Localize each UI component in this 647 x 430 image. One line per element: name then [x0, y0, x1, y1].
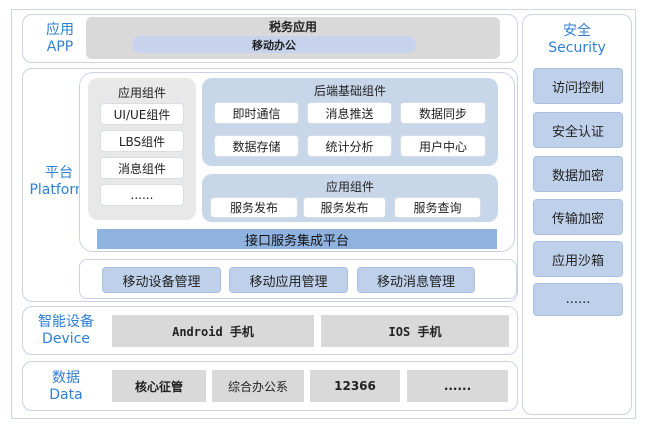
device-android-phone: Android 手机 — [112, 315, 314, 347]
integration-platform-bar: 接口服务集成平台 — [97, 229, 497, 249]
data-label-en: Data — [49, 387, 83, 403]
service-publish-1: 服务发布 — [210, 197, 298, 218]
data-label-cn: 数据 — [52, 370, 80, 386]
app-layer-label: 应用 APP — [24, 18, 96, 60]
data-more: ...... — [407, 370, 508, 402]
app-components-title: 应用组件 — [117, 86, 166, 100]
backend-instant-messaging: 即时通信 — [214, 102, 299, 124]
app-component-message: 消息组件 — [100, 157, 184, 179]
app-bar-subtitle: 移动办公 — [132, 36, 416, 53]
app-component-more: ...... — [100, 184, 184, 206]
app-component-ui-ue: UI/UE组件 — [100, 103, 184, 125]
backend-data-storage: 数据存储 — [214, 135, 299, 157]
security-title-cn: 安全 — [563, 23, 591, 39]
data-integrated-office: 综合办公系 — [212, 370, 304, 402]
security-label: 安全 Security — [522, 20, 632, 60]
service-publish-2: 服务发布 — [303, 197, 386, 218]
diagram-frame — [11, 9, 636, 419]
data-layer-label: 数据 Data — [24, 367, 108, 407]
service-components-title: 应用组件 — [325, 180, 374, 194]
security-item-data-encryption: 数据加密 — [533, 156, 623, 192]
security-item-more: ...... — [533, 283, 623, 316]
backend-push-notification: 消息推送 — [307, 102, 392, 124]
backend-components-title: 后端基础组件 — [313, 84, 386, 98]
app-label-cn: 应用 — [46, 22, 74, 38]
service-query: 服务查询 — [394, 197, 481, 218]
device-ios-phone: IOS 手机 — [321, 315, 509, 347]
platform-label-cn: 平台 — [45, 165, 73, 181]
security-item-transport-encryption: 传输加密 — [533, 199, 623, 235]
backend-data-sync: 数据同步 — [400, 102, 486, 124]
platform-layer-label: 平台 Platform — [24, 162, 94, 202]
backend-user-center: 用户中心 — [400, 135, 486, 157]
device-label-cn: 智能设备 — [38, 314, 94, 330]
data-12366: 12366 — [310, 370, 400, 402]
security-item-app-sandbox: 应用沙箱 — [533, 241, 623, 277]
security-item-authentication: 安全认证 — [533, 112, 623, 148]
mobile-app-management: 移动应用管理 — [229, 267, 348, 293]
security-item-access-control: 访问控制 — [533, 68, 623, 104]
platform-label-en: Platform — [29, 182, 89, 198]
app-bar-title: 税务应用 — [268, 20, 317, 34]
app-label-en: APP — [46, 39, 74, 55]
device-layer-label: 智能设备 Device — [24, 311, 108, 351]
mobile-message-management: 移动消息管理 — [357, 267, 475, 293]
data-core-tax-admin: 核心征管 — [112, 370, 206, 402]
device-label-en: Device — [42, 331, 90, 347]
app-component-lbs: LBS组件 — [100, 130, 184, 152]
backend-statistics: 统计分析 — [307, 135, 392, 157]
security-title-en: Security — [548, 40, 606, 56]
mobile-device-management: 移动设备管理 — [102, 267, 221, 293]
